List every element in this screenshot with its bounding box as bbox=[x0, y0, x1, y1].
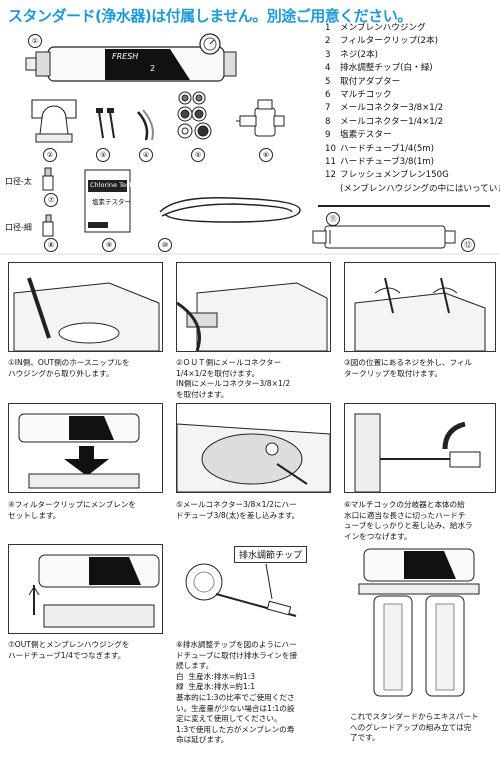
tester-subtitle: 塩素テスター bbox=[92, 198, 131, 206]
drain-chip-drawing bbox=[137, 109, 154, 141]
step-6-illustration bbox=[344, 403, 496, 493]
step-3-caption: ③図の位置にあるネジを外し、フィル タークリップを取付けます。 bbox=[344, 358, 473, 378]
step-6-caption: ⑥マルチコックの分岐器と本体の給 水口に適当な長さに切ったハードチ ューブをしっ… bbox=[344, 500, 473, 541]
part-number-4: ④ bbox=[139, 148, 153, 162]
filter-clip-drawing bbox=[31, 99, 77, 143]
housing-brand-mark: 2 bbox=[150, 64, 156, 73]
housing-brand-text: FRESH bbox=[112, 52, 139, 61]
part-number-7: ⑦ bbox=[44, 193, 58, 207]
tester-title: Chlorine Tester bbox=[90, 181, 139, 189]
drain-chip-label: 排水調節チップ bbox=[234, 546, 308, 563]
step-4-illustration bbox=[8, 403, 163, 493]
final-note: これでスタンダードからエキスパート へのグレードアップの組み立ては完 了です。 bbox=[350, 712, 479, 743]
screws-drawing bbox=[96, 108, 115, 139]
step-3-illustration bbox=[344, 262, 496, 352]
final-assembly-illustration bbox=[344, 544, 494, 704]
hard-tube-coil-drawing bbox=[159, 197, 301, 223]
step-2-caption: ②ＯＵＴ側にメールコネクター 1/4×1/2を取付けます。 IN側にメールコネク… bbox=[176, 358, 291, 399]
step-7-caption: ⑦OUT側とメンブレンハウジングを ハードチューブ1/4でつなぎます。 bbox=[8, 640, 130, 660]
part-number-6: ⑥ bbox=[259, 148, 273, 162]
page-title: スタンダード(浄水器)は付属しません。別途ご用意ください。 bbox=[8, 7, 412, 25]
part-number-8: ⑧ bbox=[44, 238, 58, 252]
part-number-1: ① bbox=[28, 34, 42, 48]
part-number-10: ⑩ bbox=[158, 238, 172, 252]
fresh-membrane-drawing bbox=[312, 225, 456, 249]
chlorine-tester-drawing bbox=[84, 169, 131, 233]
membrane-housing-drawing bbox=[25, 33, 237, 82]
part-number-9: ⑨ bbox=[102, 238, 116, 252]
part-number-2: ② bbox=[43, 148, 57, 162]
step-4-caption: ④フィルタークリップにメンブレンを セットします。 bbox=[8, 500, 136, 520]
step-2-illustration bbox=[176, 262, 331, 352]
step-5-illustration bbox=[176, 403, 331, 493]
step-8-caption: ⑧排水調整チップを図のようにハー ドチューブに取付け排水ラインを接 続します。 … bbox=[176, 640, 298, 745]
part-number-11: ⑪ bbox=[326, 212, 340, 226]
step-5-caption: ⑤メールコネクター3/8×1/2にハー ドチューブ3/8(太)を差し込みます。 bbox=[176, 500, 300, 520]
step-7-illustration bbox=[8, 544, 163, 634]
part-number-12: ⑫ bbox=[461, 238, 475, 252]
step-1-illustration bbox=[8, 262, 163, 352]
parts-note: (メンブレンハウジングの中にはいっています) bbox=[340, 183, 500, 194]
adapters-drawing bbox=[177, 91, 212, 140]
step-1-caption: ①IN側、OUT側のホースニップルを ハウジングから取り外します。 bbox=[8, 358, 130, 378]
part-number-5: ⑤ bbox=[191, 148, 205, 162]
step-8-illustration: 排水調節チップ bbox=[176, 544, 329, 632]
thin-diameter-label: 口径-細 bbox=[5, 223, 32, 232]
part-number-3: ③ bbox=[96, 148, 110, 162]
thick-diameter-label: 口径-太 bbox=[5, 177, 32, 186]
multi-cock-drawing bbox=[236, 99, 285, 137]
connector-drawing bbox=[42, 167, 54, 237]
